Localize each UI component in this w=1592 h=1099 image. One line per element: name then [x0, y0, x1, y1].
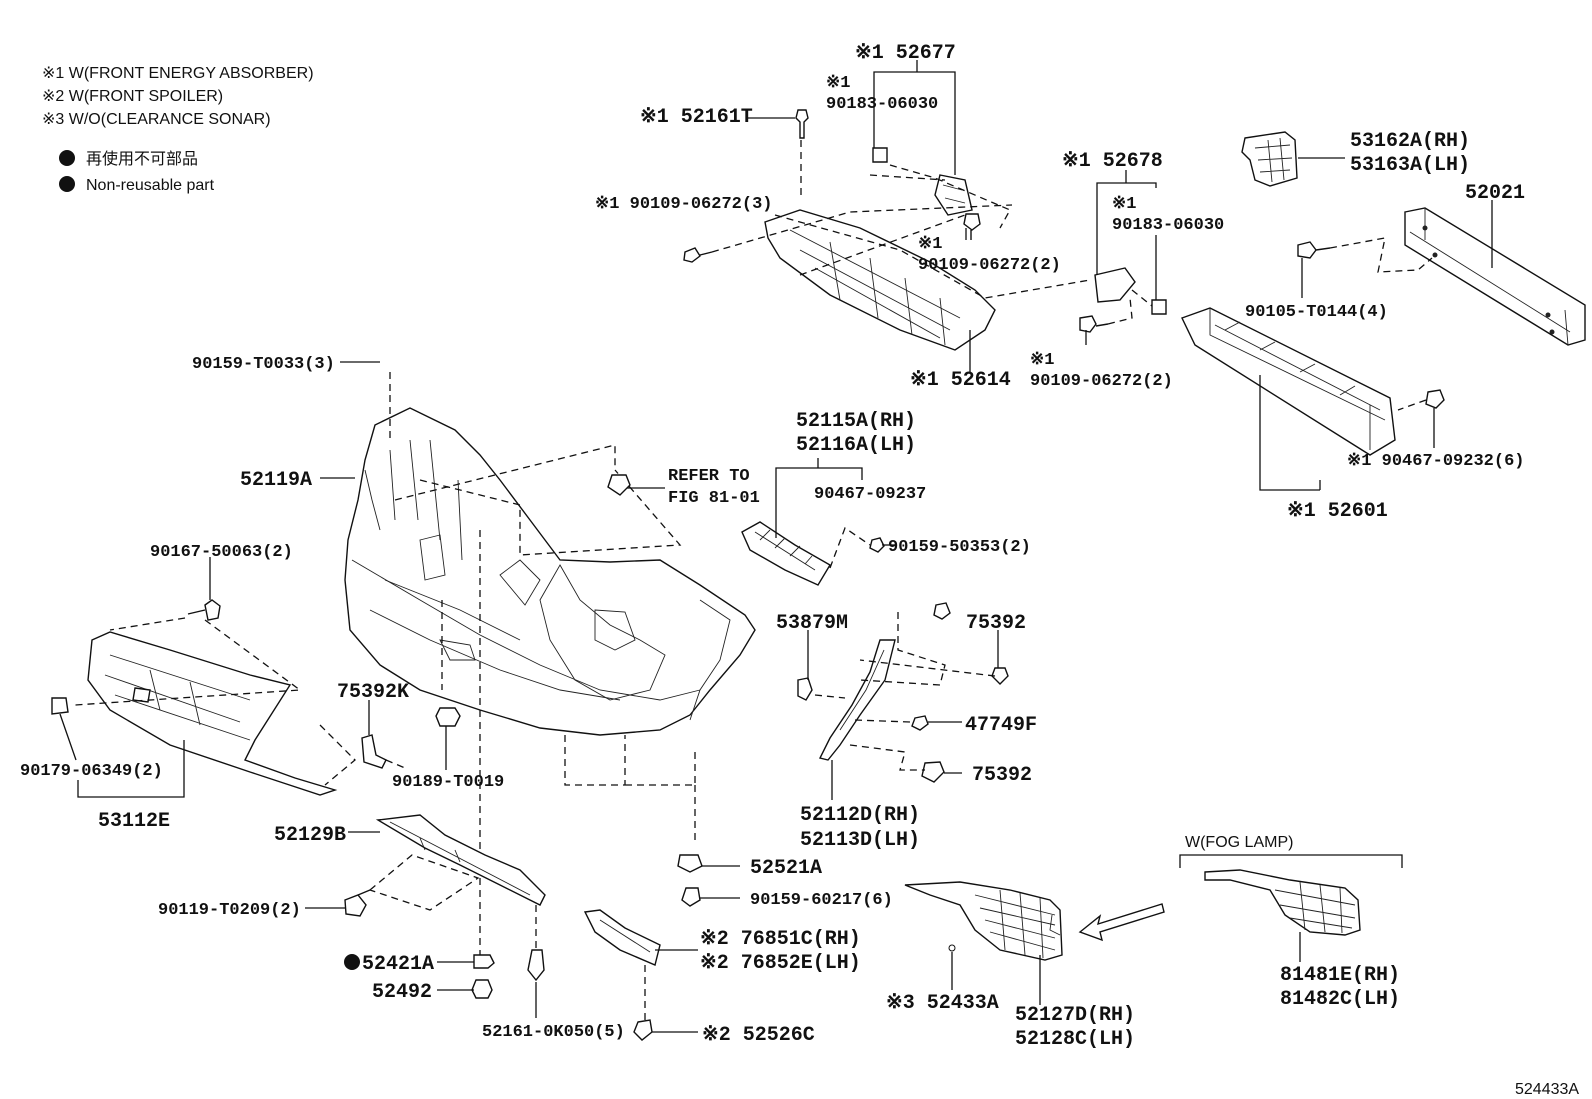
- label-90119-T0209: 90119-T0209(2): [158, 901, 301, 920]
- label-90109-06272-3: ※1 90109-06272(3): [595, 195, 772, 214]
- label-52677: ※1 52677: [855, 42, 956, 65]
- label-76851C: ※2 76851C(RH): [700, 928, 861, 951]
- clip-90189: [435, 707, 461, 727]
- bumper-guides: [389, 372, 696, 960]
- clip-75392K: [361, 734, 406, 769]
- bracket-52678: [1079, 267, 1167, 333]
- label-90105-T0144: 90105-T0144(4): [1245, 303, 1388, 322]
- label-52119A: 52119A: [240, 469, 312, 492]
- label-90159-T0033: 90159-T0033(3): [192, 355, 335, 374]
- label-52112D: 52112D(RH): [800, 804, 920, 827]
- label-81481E: 81481E(RH): [1280, 964, 1400, 987]
- label-90159-60217: 90159-60217(6): [750, 891, 893, 910]
- label-52614: ※1 52614: [910, 369, 1011, 392]
- label-refer-fig: FIG 81-01: [668, 489, 760, 508]
- bracket-52115A: [741, 521, 951, 620]
- energy-absorber-52614: [683, 109, 1091, 351]
- label-53162A: 53162A(RH): [1350, 130, 1470, 153]
- label-52492: 52492: [372, 981, 432, 1004]
- part-labels: ※1 52677 ※1 90183-06030 ※1 52161T ※1 901…: [20, 42, 1579, 1098]
- label-90183-06030-b: 90183-06030: [1112, 216, 1224, 235]
- label-76852E: ※2 76852E(LH): [700, 952, 861, 975]
- label-90109-06272-2b: 90109-06272(2): [1030, 372, 1173, 391]
- under-cover-52129B: [344, 814, 546, 917]
- label-90109-mark: ※1: [918, 235, 942, 254]
- legend-condition-3: ※3 W/O(CLEARANCE SONAR): [42, 111, 271, 128]
- label-53163A: 53163A(LH): [1350, 154, 1470, 177]
- legend: ※1 W(FRONT ENERGY ABSORBER) ※2 W(FRONT S…: [42, 65, 314, 194]
- non-reusable-bullet-icon: [59, 150, 75, 166]
- label-90183-mark: ※1: [826, 74, 850, 93]
- retainer-52112D: [797, 612, 1009, 783]
- label-53112E: 53112E: [98, 810, 170, 833]
- reinforcement-52021: [1297, 207, 1586, 346]
- label-90179-06349: 90179-06349(2): [20, 762, 163, 781]
- spoiler-76851C: [583, 909, 661, 1041]
- part-53162A: [1241, 131, 1298, 187]
- label-90183-06030: 90183-06030: [826, 95, 938, 114]
- label-90467-09232: ※1 90467-09232(6): [1347, 452, 1524, 471]
- label-53879M: 53879M: [776, 612, 848, 635]
- label-refer-to: REFER TO: [668, 467, 750, 486]
- legend-condition-1: ※1 W(FRONT ENERGY ABSORBER): [42, 65, 314, 82]
- arrow-icon: [1078, 903, 1165, 942]
- label-47749F: 47749F: [965, 714, 1037, 737]
- lower-grille-53112E: [51, 599, 356, 796]
- label-52128C: 52128C(LH): [1015, 1028, 1135, 1051]
- label-75392-upper: 75392: [966, 612, 1026, 635]
- legend-condition-2: ※2 W(FRONT SPOILER): [42, 88, 223, 105]
- label-52601: ※1 52601: [1287, 500, 1388, 523]
- label-52021: 52021: [1465, 182, 1525, 205]
- fog-lamp-variant: [1179, 854, 1403, 936]
- energy-absorber-52601: [1181, 307, 1445, 456]
- fog-grille-52127D: [904, 881, 1063, 961]
- legend-non-reusable-jp: 再使用不可部品: [86, 150, 198, 168]
- label-90109-06272-2a: 90109-06272(2): [918, 256, 1061, 275]
- label-75392-lower: 75392: [972, 764, 1032, 787]
- label-52678: ※1 52678: [1062, 150, 1163, 173]
- label-52433A: ※3 52433A: [886, 992, 999, 1015]
- label-90189-T0019: 90189-T0019: [392, 773, 504, 792]
- non-reusable-bullet-icon: [59, 176, 75, 192]
- bottom-fasteners: [471, 854, 703, 999]
- label-75392K: 75392K: [337, 681, 409, 704]
- legend-non-reusable-en: Non-reusable part: [86, 177, 215, 194]
- non-reusable-bullet-icon: [344, 954, 360, 970]
- label-52161-0K050: 52161-0K050(5): [482, 1023, 625, 1042]
- label-52421A: 52421A: [362, 953, 434, 976]
- label-90167-50063: 90167-50063(2): [150, 543, 293, 562]
- label-52521A: 52521A: [750, 857, 822, 880]
- label-52115A: 52115A(RH): [796, 410, 916, 433]
- label-52116A: 52116A(LH): [796, 434, 916, 457]
- label-90159-50353: 90159-50353(2): [888, 538, 1031, 557]
- label-52161T: ※1 52161T: [640, 106, 753, 129]
- label-90467-09237: 90467-09237: [814, 485, 926, 504]
- label-52127D: 52127D(RH): [1015, 1004, 1135, 1027]
- label-52526C: ※2 52526C: [702, 1024, 815, 1047]
- label-90183-mark-b: ※1: [1112, 195, 1136, 214]
- label-fog-lamp: W(FOG LAMP): [1185, 834, 1293, 851]
- label-52129B: 52129B: [274, 824, 346, 847]
- figure-id: 524433A: [1515, 1081, 1579, 1098]
- bumper-cover-52119A: [344, 407, 756, 736]
- leader-lines: [59, 60, 1493, 1033]
- label-52113D: 52113D(LH): [800, 829, 920, 852]
- label-81482C: 81482C(LH): [1280, 988, 1400, 1011]
- label-90109-mark-c: ※1: [1030, 351, 1054, 370]
